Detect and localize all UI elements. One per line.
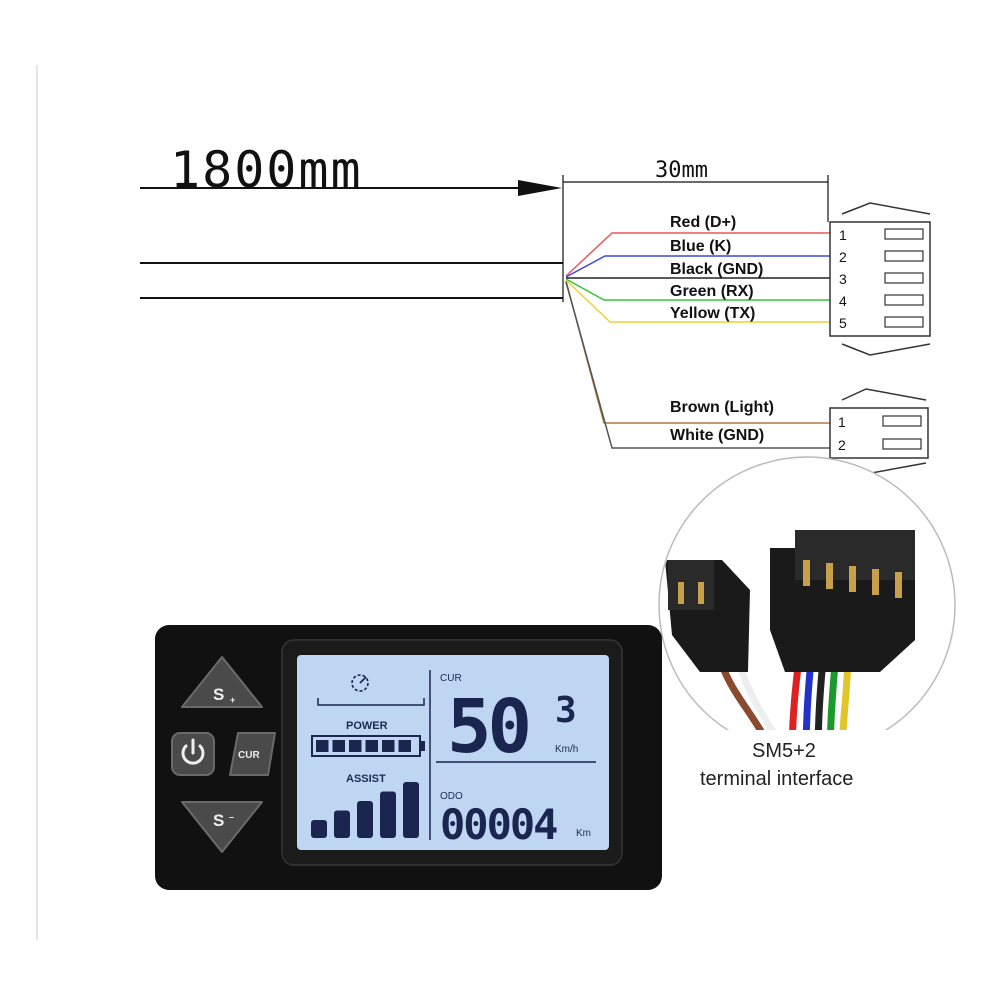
cable-length-arrowhead <box>518 180 562 196</box>
odo-label: ODO <box>440 791 463 802</box>
assist-bar <box>380 791 396 838</box>
connector-5pin-slot <box>884 294 924 306</box>
connector-5pin-slot <box>884 272 924 284</box>
assist-bars <box>311 782 419 838</box>
battery-segment <box>316 740 329 752</box>
assist-bar <box>357 801 373 838</box>
photo-caption-line2: terminal interface <box>700 768 853 790</box>
button-down-label: S <box>213 811 224 830</box>
connector-5pin-latch-bottom <box>841 343 931 356</box>
wire-label-green: Green (RX) <box>670 283 754 300</box>
display-unit: S + S – CUR POWER ASSIST CUR 50 3 <box>155 625 662 890</box>
wire-label-black: Black (GND) <box>670 261 763 278</box>
main-wires <box>565 232 830 449</box>
connector-photo: SM5+2 terminal interface <box>658 456 956 792</box>
speed-decimal: 3 <box>555 690 577 731</box>
battery-segment <box>349 740 362 752</box>
wire-red <box>565 232 830 277</box>
pin-number: 4 <box>839 293 847 309</box>
cable-length-label: 1800mm <box>170 141 363 199</box>
connector-5pin-slot <box>884 228 924 240</box>
button-up-label: S <box>213 685 224 704</box>
pin-number: 5 <box>839 315 847 331</box>
wire-label-red: Red (D+) <box>670 214 736 231</box>
photo-5pin-terminal <box>849 566 856 592</box>
button-down-minus: – <box>229 812 234 822</box>
connector-2pin-latch-top <box>841 388 927 401</box>
button-up[interactable] <box>181 656 263 708</box>
wire-label-yellow: Yellow (TX) <box>670 305 755 322</box>
odometer-reading: 00004 <box>440 800 557 849</box>
speed-unit: Km/h <box>555 744 578 755</box>
wire-label-white: White (GND) <box>670 427 764 444</box>
connector-5pin: 1 2 3 4 5 <box>829 202 931 356</box>
wire-blue <box>565 255 830 278</box>
assist-bar <box>334 810 350 838</box>
connector-5pin-latch-top <box>841 202 931 215</box>
caption-backdrop <box>690 730 920 792</box>
speed-reading: 50 <box>447 684 529 770</box>
photo-5pin-terminal <box>895 572 902 598</box>
cur-label: CUR <box>440 673 462 684</box>
battery-segments <box>316 740 411 752</box>
photo-2pin-terminal <box>698 582 704 604</box>
assist-bar <box>311 820 327 838</box>
wire-yellow <box>565 279 830 323</box>
wire-label-brown: Brown (Light) <box>670 399 774 416</box>
battery-segment <box>332 740 345 752</box>
lead-length-label: 30mm <box>655 158 708 183</box>
lcd-screen <box>297 655 609 850</box>
pin-number: 3 <box>839 271 847 287</box>
button-down[interactable] <box>181 801 263 853</box>
button-up-plus: + <box>230 695 235 705</box>
power-label: POWER <box>346 720 388 732</box>
pin-number: 1 <box>838 414 846 430</box>
lcd-bracket <box>317 698 425 706</box>
pin-number: 2 <box>838 437 846 453</box>
connector-2pin: 1 2 <box>829 388 929 475</box>
photo-2pin-terminal <box>678 582 684 604</box>
assist-label: ASSIST <box>346 773 386 785</box>
button-cur-label: CUR <box>238 750 260 761</box>
photo-5pin-terminal <box>826 563 833 589</box>
wire-green <box>565 278 830 301</box>
battery-segment <box>365 740 378 752</box>
photo-5pin-terminal <box>872 569 879 595</box>
photo-2pin-face <box>668 560 714 610</box>
connector-2pin-slot <box>882 438 922 450</box>
battery-tip <box>420 741 425 751</box>
assist-bar <box>403 782 419 838</box>
connector-2pin-slot <box>882 415 922 427</box>
connector-5pin-slot <box>884 250 924 262</box>
button-cur[interactable] <box>229 732 276 776</box>
speedometer-icon <box>351 674 369 692</box>
odo-unit: Km <box>576 828 591 839</box>
battery-segment <box>398 740 411 752</box>
photo-caption-line1: SM5+2 <box>752 740 816 762</box>
photo-5pin-terminal <box>803 560 810 586</box>
power-icon <box>181 738 205 765</box>
wire-white <box>565 281 830 449</box>
connector-5pin-slot <box>884 316 924 328</box>
battery-segment <box>382 740 395 752</box>
wire-label-blue: Blue (K) <box>670 238 731 255</box>
pin-number: 1 <box>839 227 847 243</box>
pin-number: 2 <box>839 249 847 265</box>
